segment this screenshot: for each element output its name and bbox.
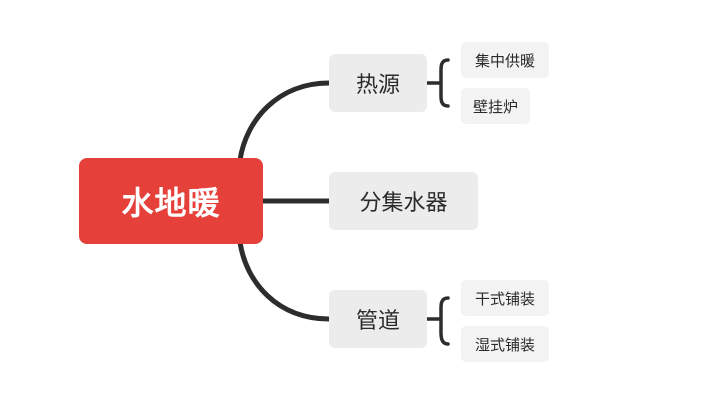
branch-label: 热源 bbox=[355, 73, 400, 98]
branch-label: 分集水器 bbox=[359, 191, 448, 216]
connector-root-to-heat-source bbox=[237, 80, 332, 163]
branch-node-pipes[interactable]: 管道 bbox=[329, 290, 427, 348]
branch-node-heat-source[interactable]: 热源 bbox=[329, 54, 427, 112]
leaf-node-dry-installation[interactable]: 干式铺装 bbox=[461, 280, 549, 316]
leaf-node-wet-installation[interactable]: 湿式铺装 bbox=[461, 326, 549, 362]
connector-root-to-pipes bbox=[237, 239, 332, 322]
leaf-node-wall-boiler[interactable]: 壁挂炉 bbox=[461, 88, 530, 124]
branch-label: 管道 bbox=[355, 309, 400, 334]
branch-node-manifold[interactable]: 分集水器 bbox=[329, 172, 478, 230]
leaf-label: 干式铺装 bbox=[474, 289, 535, 308]
leaf-label: 湿式铺装 bbox=[474, 335, 535, 354]
leaf-node-central-heating[interactable]: 集中供暖 bbox=[461, 42, 549, 78]
root-node-label: 水地暖 bbox=[121, 184, 221, 222]
root-node[interactable]: 水地暖 bbox=[79, 158, 263, 244]
leaf-label: 集中供暖 bbox=[474, 51, 535, 70]
bracket-pipes bbox=[425, 296, 450, 346]
leaf-label: 壁挂炉 bbox=[472, 97, 518, 116]
bracket-heat-source bbox=[425, 58, 450, 108]
